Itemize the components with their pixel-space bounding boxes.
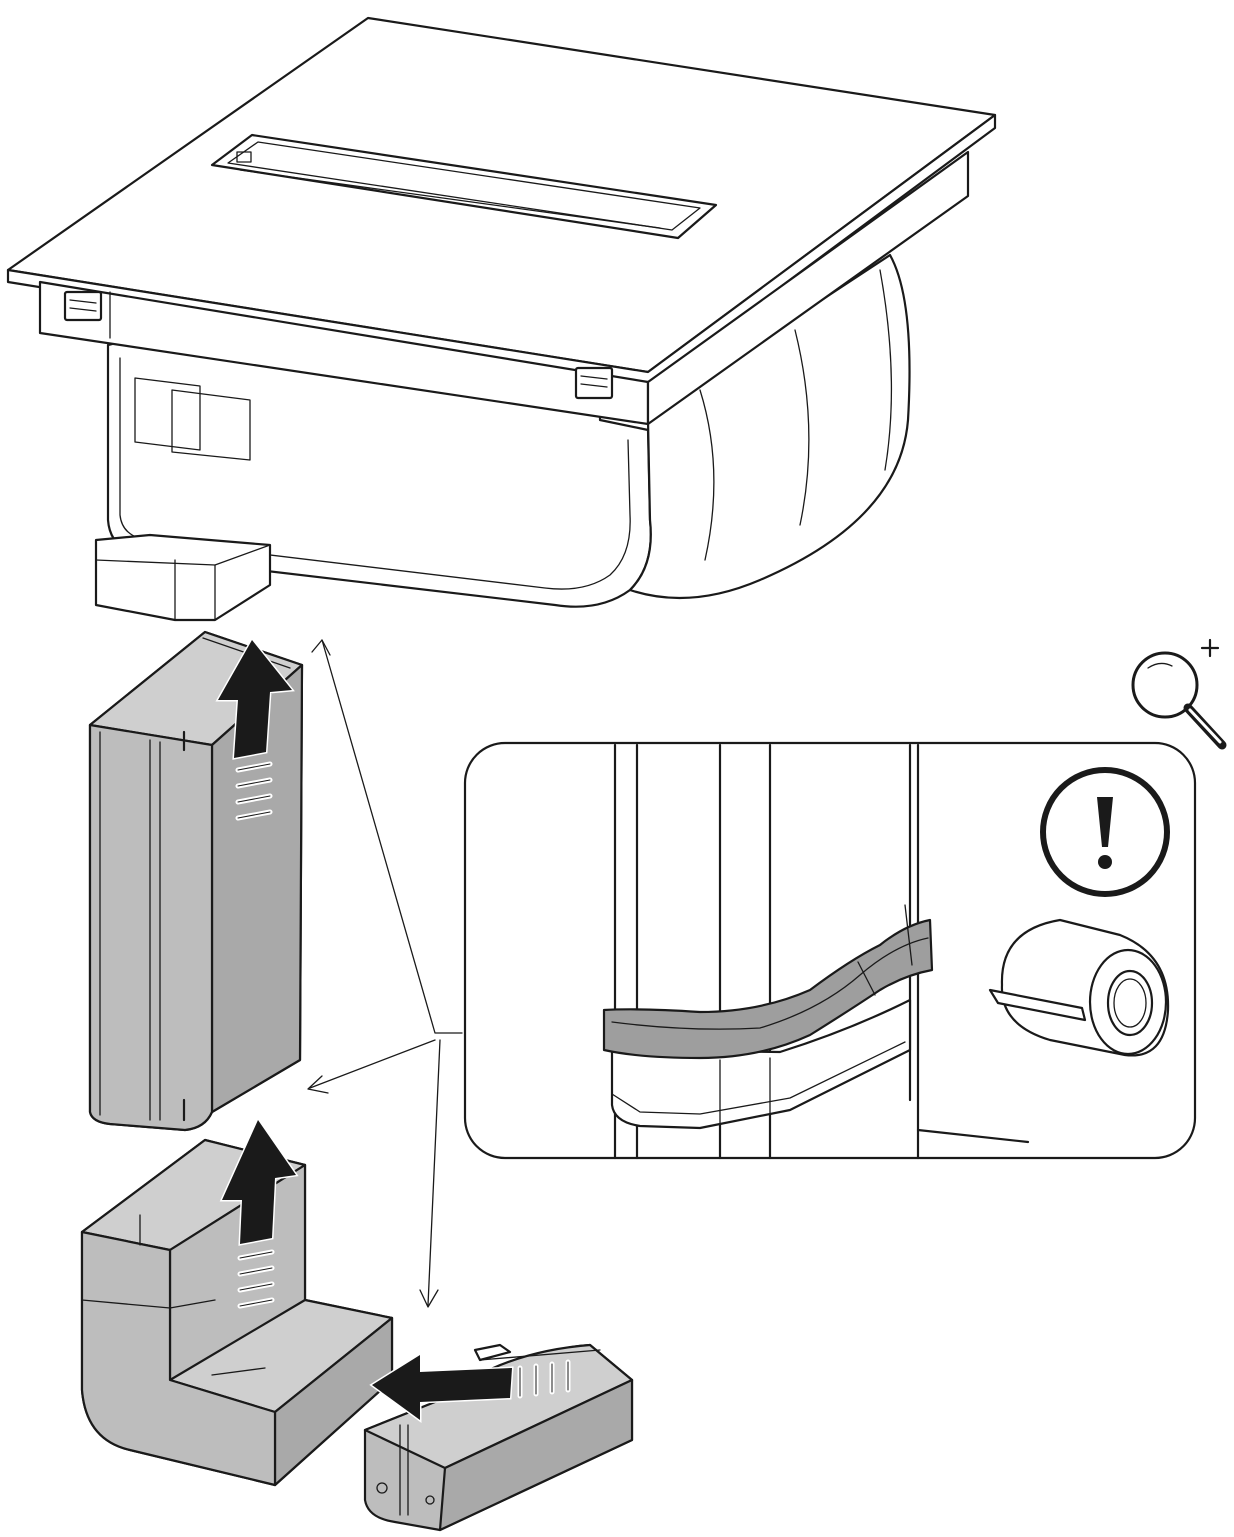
callout-pointers — [307, 639, 463, 1308]
warning-exclamation-icon — [1040, 767, 1170, 897]
up-arrow-2 — [219, 1116, 299, 1309]
magnifier-plus-icon — [1131, 638, 1227, 750]
filter-box — [363, 1343, 634, 1532]
up-arrow-1 — [215, 637, 295, 821]
tape-roll-icon — [988, 918, 1170, 1057]
hob-unit — [6, 16, 997, 622]
detail-callout — [463, 741, 1197, 1160]
left-arrow — [369, 1352, 571, 1423]
elbow-duct — [80, 1138, 394, 1487]
